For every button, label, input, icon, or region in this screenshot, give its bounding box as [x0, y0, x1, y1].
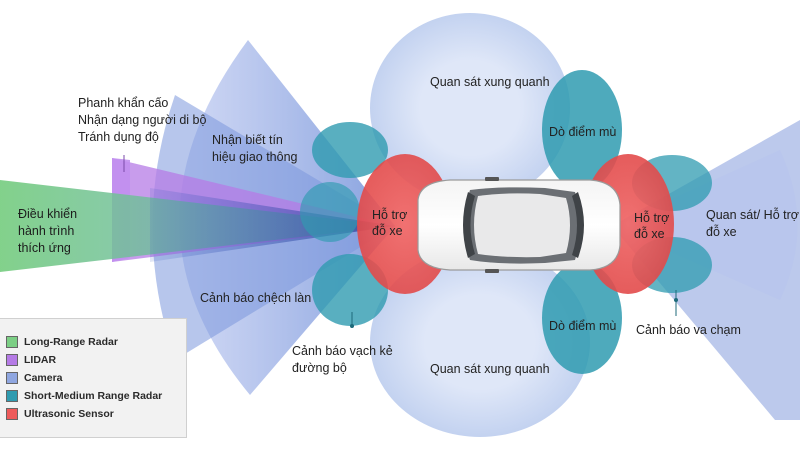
rear-view-label: Quan sát/ Hỗ trợ đỗ xe [706, 208, 799, 239]
front-radar-lobe-middle [300, 182, 360, 242]
legend-swatch [6, 354, 18, 366]
legend-item-ultrasonic: Ultrasonic Sensor [6, 406, 114, 422]
blind-spot-bottom-zone [542, 262, 622, 374]
rear-parking-label: Hỗ trợ đỗ xe [634, 211, 670, 241]
legend-label: Long-Range Radar [24, 336, 118, 348]
legend-label: Short-Medium Range Radar [24, 390, 163, 402]
legend-label: Ultrasonic Sensor [24, 408, 114, 420]
lane-departure-label: Cảnh báo chệch làn [200, 291, 312, 305]
surround-view-top-label: Quan sát xung quanh [430, 75, 550, 89]
surround-view-bottom-label: Quan sát xung quanh [430, 362, 550, 376]
lidar-label: Phanh khẩn cấo Nhận dạng người di bộ Trá… [78, 96, 207, 144]
blind-spot-bottom-label: Dò điểm mù [549, 319, 617, 333]
legend-label: Camera [24, 372, 63, 384]
traffic-sign-label: Nhận biết tín hiệu giao thông [212, 133, 298, 164]
legend-item-long-range-radar: Long-Range Radar [6, 334, 118, 350]
front-radar-lobe-bottom [312, 254, 388, 326]
legend-item-camera: Camera [6, 370, 63, 386]
blind-spot-top-zone [542, 70, 622, 190]
long-range-radar-beam [150, 188, 395, 262]
legend-swatch [6, 336, 18, 348]
lane-marking-label: Cảnh báo vạch kẻ đường bộ [292, 344, 393, 375]
legend-item-lidar: LIDAR [6, 352, 56, 368]
surround-view-bottom-zone [370, 247, 590, 437]
front-radar-lobe-top [312, 122, 388, 178]
legend-item-short-medium-radar: Short-Medium Range Radar [6, 388, 162, 404]
car-top-view [417, 177, 621, 273]
legend-label: LIDAR [24, 354, 57, 366]
collision-warning-label: Cảnh báo va chạm [636, 323, 741, 337]
acc-label: Điều khiển hành trình thích ứng [18, 207, 78, 255]
legend-swatch [6, 372, 18, 384]
sensor-legend: Long-Range Radar LIDAR Camera Short-Medi… [0, 318, 187, 438]
blind-spot-top-label: Dò điểm mù [549, 125, 617, 139]
legend-swatch [6, 390, 18, 402]
rear-camera-zone-inner [612, 150, 798, 300]
surround-view-top-zone [370, 13, 570, 203]
legend-swatch [6, 408, 18, 420]
front-parking-label: Hỗ trợ đỗ xe [372, 208, 408, 238]
